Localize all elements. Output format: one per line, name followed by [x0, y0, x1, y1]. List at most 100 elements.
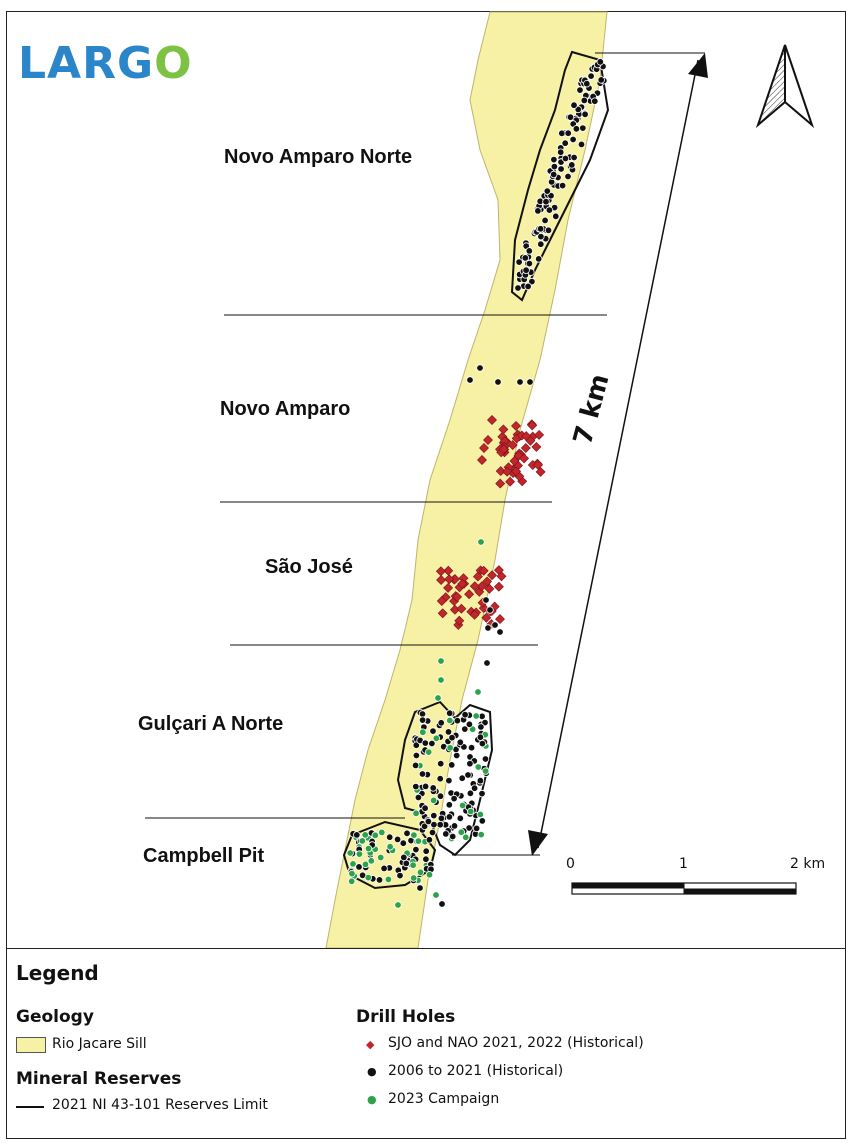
drill-hole-sjo-nao	[454, 615, 465, 626]
legend-drill-item-black: 2006 to 2021 (Historical)	[388, 1063, 564, 1079]
drill-hole-2023	[412, 809, 420, 817]
drill-hole-2023	[446, 744, 454, 752]
drill-hole-sjo-nao	[527, 460, 538, 470]
drill-hole-2023	[377, 853, 385, 862]
drill-hole-historical	[445, 801, 453, 809]
drill-hole-historical	[550, 170, 558, 179]
drill-hole-historical	[522, 266, 530, 274]
drill-hole-historical	[525, 259, 534, 268]
drill-hole-2023	[416, 868, 425, 876]
drill-hole-sjo-nao	[435, 566, 446, 577]
drill-hole-2023	[346, 849, 354, 857]
drill-hole-historical	[564, 129, 572, 137]
drill-holes-layer	[346, 58, 608, 909]
drill-hole-historical	[550, 162, 559, 171]
legend-drill-item-red: SJO and NAO 2021, 2022 (Historical)	[388, 1035, 644, 1051]
legend-geology-item: Rio Jacare Sill	[52, 1036, 147, 1052]
drill-hole-historical	[550, 155, 558, 164]
drill-hole-historical	[536, 225, 545, 233]
drill-hole-sjo-nao	[487, 570, 498, 581]
drill-hole-2023	[437, 676, 445, 684]
drill-hole-sjo-nao	[476, 581, 487, 592]
legend-title: Legend	[16, 961, 99, 985]
scale-bar	[571, 882, 797, 895]
drill-hole-historical	[399, 839, 407, 847]
north-arrow-icon	[755, 44, 815, 129]
drill-hole-historical	[421, 739, 429, 747]
drill-hole-historical	[491, 621, 499, 629]
drill-hole-historical	[458, 774, 466, 782]
drill-hole-2023	[371, 831, 379, 839]
zone-label-novo-amparo-norte: Novo Amparo Norte	[224, 146, 413, 168]
drill-hole-historical	[380, 864, 388, 873]
drill-hole-sjo-nao	[487, 415, 497, 425]
sill-swatch	[16, 1037, 46, 1053]
drill-hole-sjo-nao	[533, 459, 544, 470]
drill-hole-historical	[544, 226, 553, 234]
drill-hole-historical	[412, 782, 420, 791]
drill-hole-historical	[581, 110, 589, 118]
drill-hole-historical	[561, 154, 570, 163]
drill-hole-sjo-nao	[457, 578, 468, 589]
drill-hole-2023	[432, 891, 440, 899]
drill-hole-2023	[476, 810, 484, 819]
drill-hole-2023	[384, 875, 393, 884]
drill-hole-sjo-nao	[509, 456, 520, 466]
drill-hole-historical	[411, 761, 420, 770]
drill-hole-sjo-nao	[464, 589, 475, 600]
drill-hole-historical	[429, 784, 437, 792]
drill-hole-sjo-nao	[443, 565, 454, 576]
drill-hole-historical	[537, 240, 545, 248]
drill-hole-sjo-nao	[496, 571, 507, 582]
drill-hole-historical	[561, 139, 569, 147]
drill-hole-historical	[450, 822, 459, 830]
drill-hole-sjo-nao	[449, 604, 460, 615]
drill-hole-2023	[348, 877, 356, 885]
drill-hole-historical	[580, 96, 588, 105]
drill-hole-sjo-nao	[443, 582, 454, 593]
largo-logo: LARGO	[18, 38, 193, 89]
drill-hole-2023	[378, 828, 386, 837]
drill-hole-2023	[467, 807, 475, 816]
drill-hole-historical	[355, 863, 363, 871]
drill-hole-historical	[552, 212, 560, 220]
drill-hole-historical	[591, 97, 599, 105]
drill-hole-historical	[453, 717, 462, 725]
drill-hole-historical	[422, 847, 430, 855]
drill-hole-historical	[587, 72, 595, 80]
drill-hole-historical	[450, 794, 458, 803]
zone-label-novo-amparo: Novo Amparo	[220, 398, 351, 420]
drill-hole-historical	[568, 161, 576, 169]
drill-hole-historical	[481, 755, 490, 763]
map-canvas	[145, 11, 815, 948]
drill-hole-2023	[410, 874, 418, 882]
drill-hole-historical	[524, 282, 532, 291]
drill-hole-historical	[430, 811, 438, 820]
drill-hole-historical	[393, 835, 402, 844]
drill-hole-sjo-nao	[502, 466, 513, 477]
drill-hole-2023	[355, 850, 364, 858]
drill-hole-historical	[412, 741, 420, 749]
drill-hole-2023	[419, 728, 427, 736]
drill-hole-2023	[414, 837, 423, 845]
scale-tick-0: 0	[566, 856, 575, 872]
drill-hole-historical	[446, 709, 454, 717]
drill-hole-historical	[472, 824, 481, 833]
drill-hole-sjo-nao	[493, 581, 504, 592]
drill-hole-historical	[421, 804, 429, 812]
drill-hole-historical	[476, 777, 485, 785]
drill-hole-2023	[481, 767, 490, 775]
legend-geology-heading: Geology	[16, 1007, 94, 1027]
drill-hole-historical	[425, 836, 434, 844]
drill-hole-historical	[478, 817, 486, 825]
drill-hole-historical	[483, 659, 491, 667]
drill-hole-historical	[470, 784, 479, 792]
legend-reserves-heading: Mineral Reserves	[16, 1069, 182, 1089]
drill-hole-historical	[478, 739, 487, 748]
drill-hole-sjo-nao	[498, 444, 509, 455]
drill-hole-historical	[521, 254, 529, 262]
drill-hole-historical	[353, 831, 361, 839]
drill-hole-historical	[583, 79, 591, 88]
drill-hole-2023	[437, 657, 445, 665]
drill-hole-2023	[364, 873, 372, 882]
